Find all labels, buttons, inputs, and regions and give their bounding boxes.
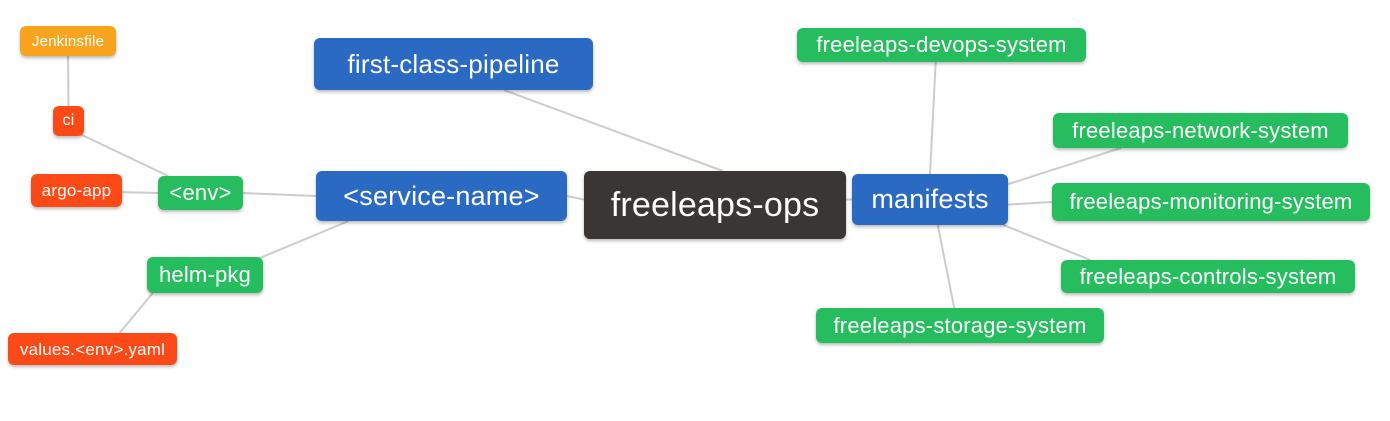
node-service-name[interactable]: <service-name> bbox=[316, 171, 567, 221]
edge-manifests-network-system bbox=[1007, 147, 1122, 186]
edge-values-env-yaml-helm-pkg bbox=[118, 292, 154, 334]
edge-jenkinsfile-ci bbox=[67, 55, 70, 107]
node-argo-app[interactable]: argo-app bbox=[31, 174, 122, 207]
node-env[interactable]: <env> bbox=[158, 176, 243, 210]
edge-ci-env bbox=[80, 133, 169, 177]
node-ci[interactable]: ci bbox=[53, 106, 84, 136]
node-helm-pkg[interactable]: helm-pkg bbox=[147, 257, 263, 293]
edge-helm-pkg-service-name bbox=[253, 220, 350, 262]
edge-service-name-freeleaps-ops bbox=[566, 195, 585, 201]
edge-manifests-storage-system bbox=[936, 224, 956, 309]
edge-argo-app-env bbox=[121, 191, 159, 194]
node-controls-system[interactable]: freeleaps-controls-system bbox=[1061, 260, 1355, 293]
node-storage-system[interactable]: freeleaps-storage-system bbox=[816, 308, 1104, 343]
node-values-env-yaml[interactable]: values.<env>.yaml bbox=[8, 333, 177, 365]
node-devops-system[interactable]: freeleaps-devops-system bbox=[797, 28, 1086, 62]
node-freeleaps-ops[interactable]: freeleaps-ops bbox=[584, 171, 846, 239]
node-network-system[interactable]: freeleaps-network-system bbox=[1053, 113, 1348, 148]
edge-manifests-devops-system bbox=[929, 61, 937, 175]
node-monitoring-system[interactable]: freeleaps-monitoring-system bbox=[1052, 183, 1370, 221]
edge-env-service-name bbox=[242, 192, 317, 197]
edge-first-class-pipeline-freeleaps-ops bbox=[503, 89, 724, 172]
edge-manifests-controls-system bbox=[1002, 224, 1091, 261]
node-manifests[interactable]: manifests bbox=[852, 174, 1008, 225]
node-first-class-pipeline[interactable]: first-class-pipeline bbox=[314, 38, 593, 90]
edge-manifests-monitoring-system bbox=[1007, 201, 1053, 206]
node-jenkinsfile[interactable]: Jenkinsfile bbox=[20, 26, 116, 56]
